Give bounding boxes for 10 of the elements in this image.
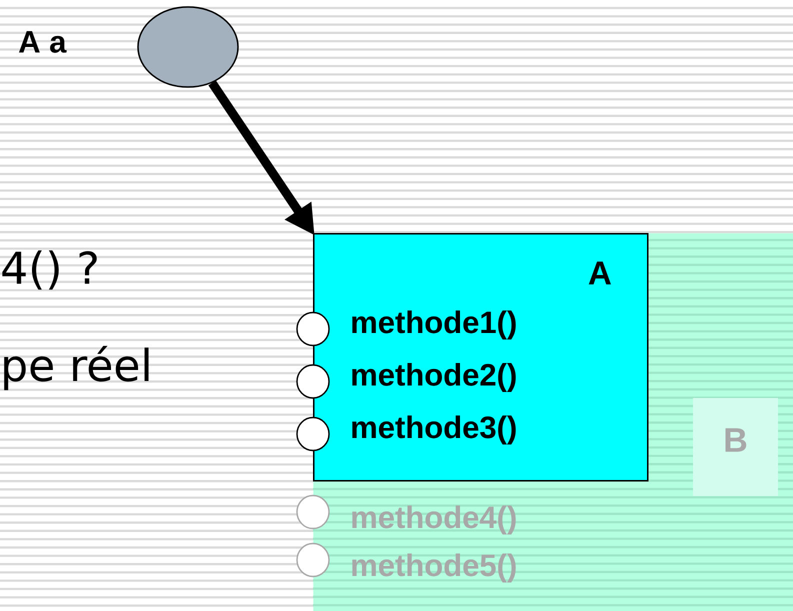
- method-name: methode3(): [352, 416, 516, 444]
- method-name: methode1(): [352, 310, 516, 340]
- method-name: methode4(): [352, 506, 516, 534]
- slide-text: 4() ?: [2, 250, 97, 290]
- slide-text: pe réel: [4, 346, 149, 390]
- ellipse: [137, 6, 239, 88]
- class-name-tile: B: [693, 398, 778, 496]
- method-name: methode5(): [352, 554, 516, 582]
- method-name: methode2(): [352, 363, 516, 392]
- object-label: A a: [18, 31, 67, 53]
